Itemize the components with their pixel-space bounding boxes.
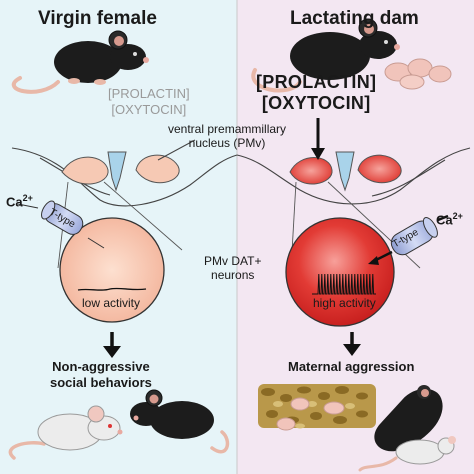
high-activity-neuron [285, 217, 395, 327]
right-panel-title: Lactating dam [290, 8, 419, 29]
pmv-nucleus-left [61, 156, 109, 185]
left-calcium-symbol: Ca [6, 194, 23, 210]
dam-with-pups-icon [251, 18, 452, 93]
right-outcome-arrow [343, 332, 361, 356]
left-hormone-levels: [PROLACTIN] [OXYTOCIN] [108, 86, 190, 118]
t-type-channel-left [41, 200, 84, 235]
third-ventricle-right [335, 151, 355, 192]
grey-mouse-icon [8, 405, 123, 460]
right-oxytocin-label: [OXYTOCIN] [261, 93, 371, 113]
pmv-nucleus-right-2 [357, 154, 402, 184]
left-channel-pointer [87, 237, 105, 249]
low-activity-trace [77, 287, 147, 291]
right-ca-arrow [368, 214, 449, 265]
right-calcium-symbol: Ca [436, 212, 453, 228]
left-outcome-arrow [103, 332, 121, 358]
low-activity-neuron [59, 217, 165, 323]
right-calcium-ion: Ca2+ [436, 211, 463, 227]
black-mouse-social-icon [130, 389, 230, 454]
right-prolactin-label: [PROLACTIN] [256, 72, 377, 92]
left-calcium-charge: 2+ [22, 193, 33, 203]
hypothalamus-outline-right [236, 147, 471, 205]
right-calcium-charge: 2+ [452, 211, 463, 221]
high-activity-spike-train [312, 273, 376, 295]
neuron-label-line-2: neurons [211, 268, 255, 282]
left-oxytocin-label: [OXYTOCIN] [111, 102, 187, 117]
neuron-label-line-1: PMv DAT+ [204, 254, 262, 268]
pmv-nucleus-right [289, 157, 333, 185]
hormone-arrow [311, 118, 325, 160]
nucleus-label-line-1: ventral premammillary [168, 122, 287, 136]
fighting-mice-icon [358, 385, 456, 472]
nucleus-label: ventral premammillary nucleus (PMv) [168, 122, 286, 150]
neuron-label: PMv DAT+ neurons [204, 254, 261, 282]
nest-icon [258, 384, 376, 431]
high-activity-label: high activity [313, 296, 376, 310]
left-outcome-line-2: social behaviors [50, 375, 152, 390]
pmv-nucleus-left-2 [135, 154, 180, 184]
left-panel-title: Virgin female [38, 8, 157, 29]
left-outcome: Non-aggressive social behaviors [50, 359, 152, 391]
third-ventricle-left [107, 151, 127, 192]
left-outcome-line-1: Non-aggressive [52, 359, 150, 374]
low-activity-label: low activity [82, 296, 141, 310]
left-calcium-ion: Ca2+ [6, 193, 33, 209]
t-type-channel-right [390, 217, 438, 256]
left-prolactin-label: [PROLACTIN] [108, 86, 190, 101]
right-hormone-levels: [PROLACTIN] [OXYTOCIN] [256, 72, 376, 114]
left-ca-flow [17, 203, 39, 209]
nucleus-pointer [157, 139, 196, 161]
right-outcome: Maternal aggression [288, 359, 415, 374]
black-mouse-icon [11, 30, 149, 94]
nucleus-label-line-2: nucleus (PMv) [188, 136, 266, 150]
